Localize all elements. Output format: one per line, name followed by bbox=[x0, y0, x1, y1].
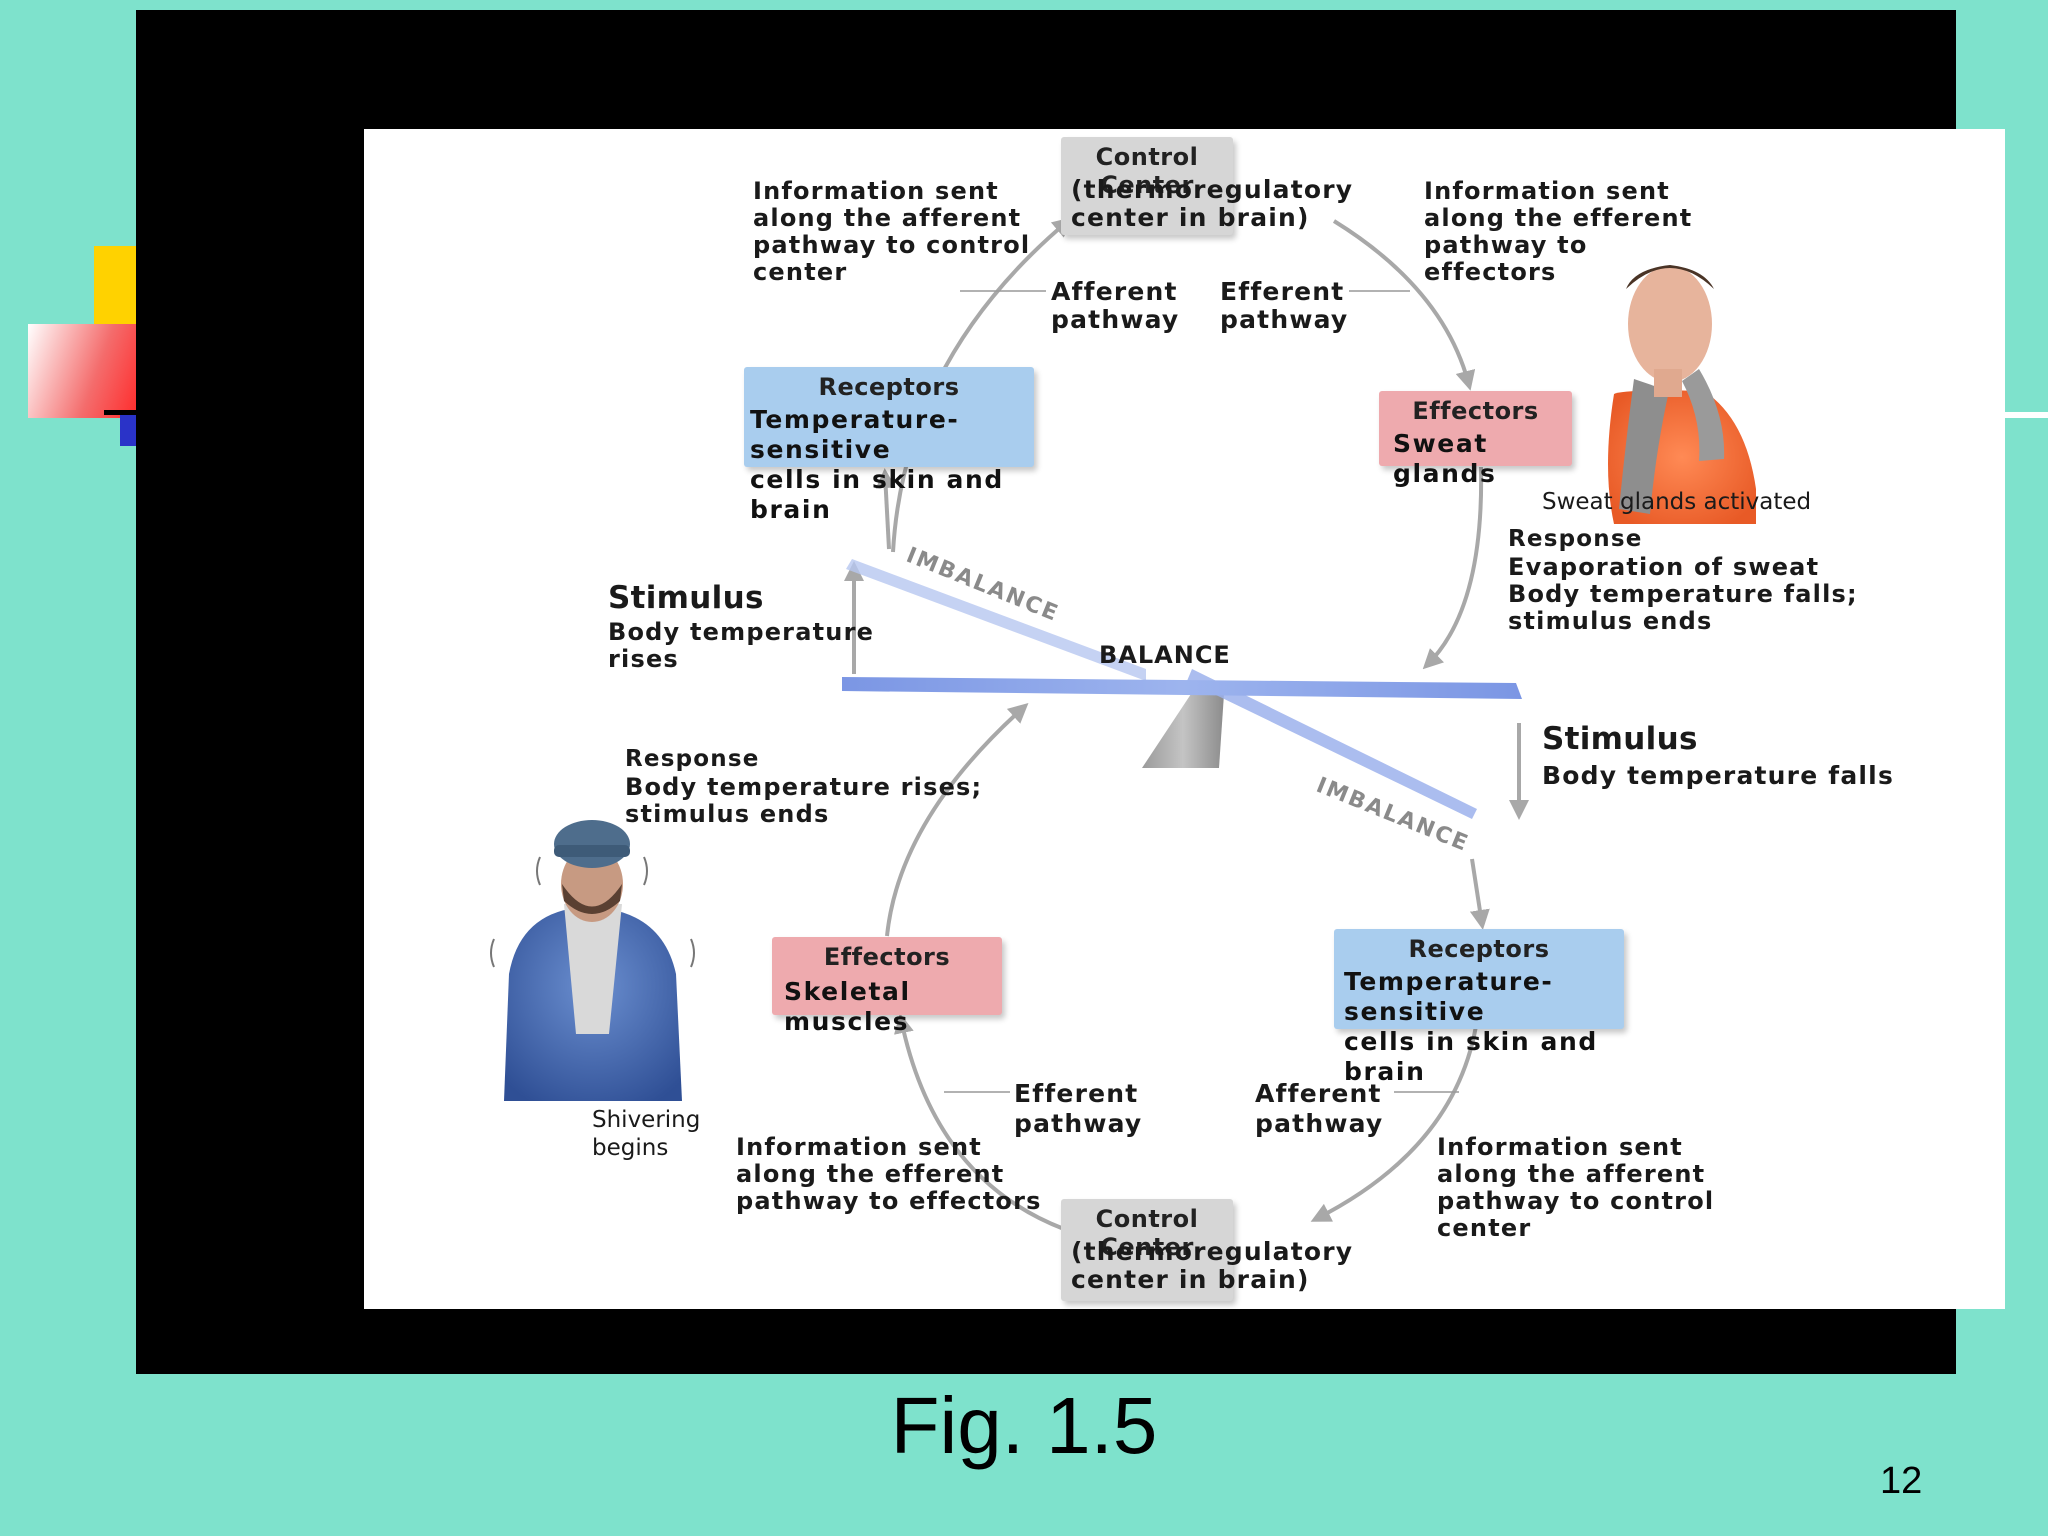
stimulus-title-top: Stimulus bbox=[608, 580, 764, 616]
effectors-box-bottom: Effectors Skeletal muscles bbox=[772, 937, 1002, 1036]
control-center-title-top: Control Center bbox=[1095, 143, 1199, 199]
seesaw-fulcrum bbox=[1142, 694, 1224, 768]
seesaw-tilt-bottom bbox=[1187, 669, 1477, 819]
seesaw-tilt-top bbox=[846, 559, 1146, 681]
efferent-pathway-label-bottom: Efferent pathway bbox=[1014, 1079, 1143, 1138]
response-title-top: Response bbox=[1508, 526, 1643, 552]
control-center-box-bottom: Control Center bbox=[1061, 1199, 1233, 1301]
receptors-text-top: Temperature-sensitive cells in skin and … bbox=[750, 405, 1004, 524]
stimulus-text-bottom: Body temperature falls bbox=[1542, 761, 1895, 790]
diagram-graphics bbox=[490, 217, 1756, 1231]
effectors-text-bottom: Skeletal muscles bbox=[784, 977, 911, 1036]
receptors-title-bottom: Receptors bbox=[1408, 935, 1550, 963]
response-text-bottom: Body temperature rises; stimulus ends bbox=[625, 773, 983, 828]
shivering-caption: Shivering begins bbox=[592, 1107, 701, 1161]
sweating-man-illustration bbox=[1608, 265, 1756, 524]
response-text-top: Evaporation of sweat Body temperature fa… bbox=[1508, 553, 1858, 635]
deco-yellow-square bbox=[94, 246, 138, 324]
balance-label: BALANCE bbox=[1099, 641, 1231, 669]
control-center-text-top: (thermoregulatory center in brain) bbox=[1071, 175, 1354, 232]
figure-caption: Fig. 1.5 bbox=[890, 1381, 1158, 1470]
effectors-title-bottom: Effectors bbox=[823, 943, 951, 971]
efferent-arrow-top bbox=[1332, 219, 1476, 391]
receptors-title-top: Receptors bbox=[818, 373, 960, 401]
receptors-box-top: Receptors Temperature-sensitive cells in… bbox=[744, 367, 1034, 524]
stimulus-text-top: Body temperature rises bbox=[608, 618, 875, 673]
homeostasis-diagram: Control Center (thermoregulatory center … bbox=[364, 129, 2005, 1309]
seesaw-plank bbox=[842, 677, 1522, 699]
shivering-man-illustration bbox=[490, 820, 695, 1101]
receptor-arrow-top bbox=[875, 468, 896, 550]
afferent-pathway-label-top: Afferent pathway bbox=[1051, 277, 1180, 334]
efferent-info-bottom: Information sent along the efferent path… bbox=[736, 1133, 1042, 1215]
afferent-arrow-bottom bbox=[1310, 1025, 1478, 1222]
deco-blue-square bbox=[120, 410, 138, 446]
control-center-title-bottom: Control Center bbox=[1095, 1205, 1199, 1261]
efferent-arrow-bottom bbox=[894, 1013, 1065, 1231]
deco-black-line bbox=[104, 410, 138, 415]
receptors-text-bottom: Temperature-sensitive cells in skin and … bbox=[1344, 967, 1598, 1086]
response-title-bottom: Response bbox=[625, 746, 760, 772]
afferent-pathway-label-bottom: Afferent pathway bbox=[1255, 1079, 1384, 1138]
receptor-arrow-bottom bbox=[1469, 858, 1490, 930]
efferent-pathway-label-top: Efferent pathway bbox=[1220, 277, 1349, 334]
control-center-box-top: Control Center bbox=[1061, 137, 1233, 235]
afferent-info-top: Information sent along the afferent path… bbox=[753, 177, 1031, 286]
stimulus-title-bottom: Stimulus bbox=[1542, 721, 1698, 757]
efferent-info-top: Information sent along the efferent path… bbox=[1424, 177, 1693, 286]
afferent-info-bottom: Information sent along the afferent path… bbox=[1437, 1133, 1715, 1242]
control-center-text-bottom: (thermoregulatory center in brain) bbox=[1071, 1237, 1354, 1294]
image-frame: Control Center (thermoregulatory center … bbox=[136, 10, 2005, 1374]
deco-red-square bbox=[28, 324, 138, 418]
effectors-box-top: Effectors Sweat glands bbox=[1379, 391, 1572, 488]
receptors-box-bottom: Receptors Temperature-sensitive cells in… bbox=[1334, 929, 1624, 1086]
effectors-text-top: Sweat glands bbox=[1393, 429, 1497, 488]
response-arrow-bottom bbox=[885, 702, 1029, 937]
sweat-activation-caption: Sweat glands activated bbox=[1542, 489, 1812, 515]
effectors-title-top: Effectors bbox=[1412, 397, 1539, 425]
response-arrow-top bbox=[1422, 466, 1484, 670]
page-number: 12 bbox=[1880, 1460, 1923, 1502]
